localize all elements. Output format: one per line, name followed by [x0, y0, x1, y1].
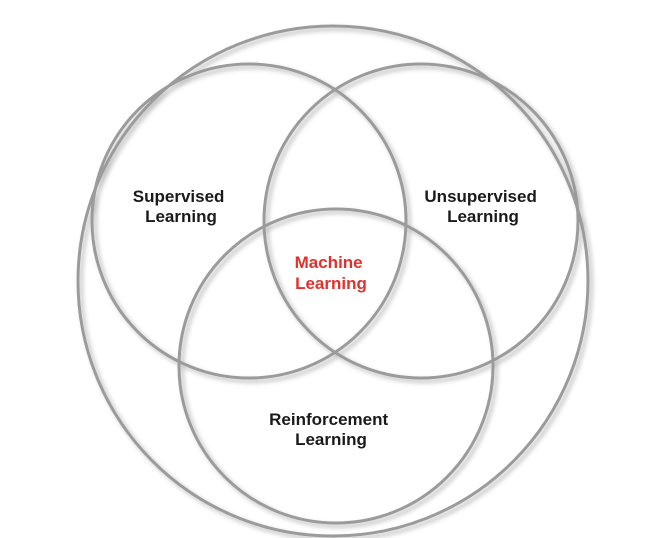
- machine-label-line1: Machine: [295, 253, 363, 272]
- reinforcement-learning-label: Reinforcement Learning: [269, 410, 393, 449]
- reinforcement-label-line2: Learning: [295, 430, 367, 449]
- unsupervised-circle: [262, 62, 580, 380]
- machine-learning-label: Machine Learning: [295, 253, 368, 293]
- supervised-label-line2: Learning: [145, 207, 217, 226]
- supervised-learning-label: Supervised Learning: [133, 187, 229, 226]
- supervised-circle: [90, 62, 408, 380]
- reinforcement-circle: [177, 207, 495, 525]
- machine-label-line2: Learning: [295, 274, 367, 293]
- unsupervised-label-line1: Unsupervised: [424, 187, 536, 206]
- supervised-label-line1: Supervised: [133, 187, 225, 206]
- unsupervised-label-line2: Learning: [447, 207, 519, 226]
- reinforcement-label-line1: Reinforcement: [269, 410, 388, 429]
- unsupervised-learning-label: Unsupervised Learning: [424, 187, 541, 226]
- outer-circle: [76, 24, 590, 538]
